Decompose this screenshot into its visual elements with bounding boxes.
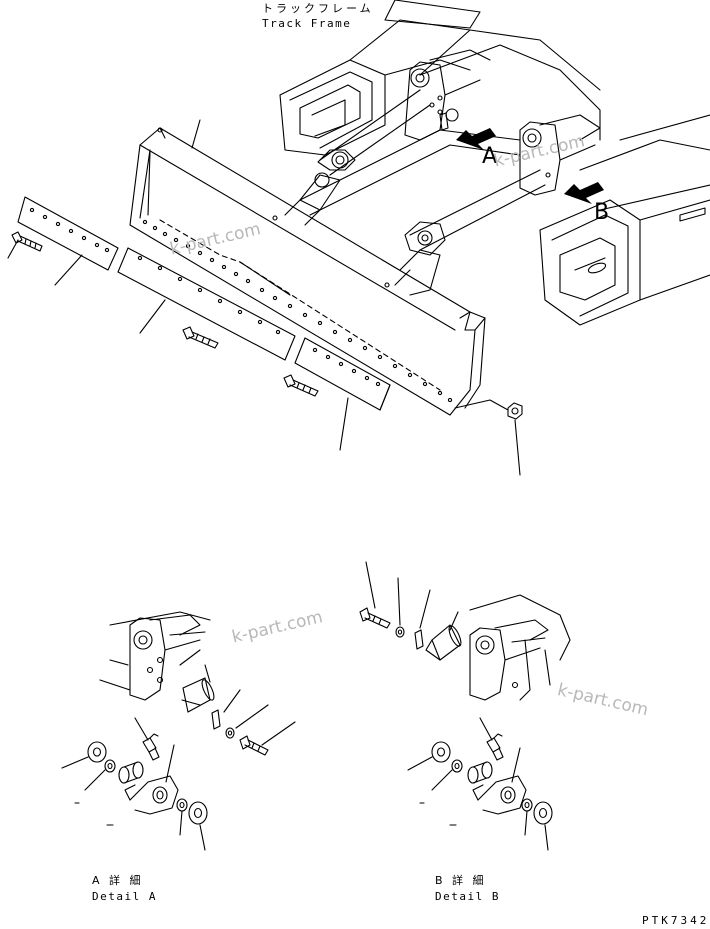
bolt-left <box>12 232 42 251</box>
detail-a-label-en: Detail A <box>92 890 157 903</box>
callout-b: B <box>594 200 610 225</box>
detail-a-grease-fitting <box>143 734 159 760</box>
detail-b-bracket <box>470 595 570 700</box>
detail-b-plate <box>415 630 423 649</box>
push-arm-bracket-b <box>520 115 600 195</box>
detail-a-pin <box>183 678 216 712</box>
detail-a-bolt <box>240 736 268 755</box>
cutting-edge-left <box>18 197 118 270</box>
detail-a-washer-large <box>88 742 106 762</box>
track-frame-label-en: Track Frame <box>262 17 352 30</box>
detail-b-label-jp: B 詳 細 <box>435 874 487 887</box>
detail-b-shim-large <box>534 802 552 824</box>
detail-b-bushing <box>468 762 492 783</box>
detail-b-pin <box>426 624 463 660</box>
track-frame-label-jp: トラックフレーム <box>262 2 374 15</box>
dash-marks <box>75 803 456 825</box>
callout-a: A <box>482 144 498 169</box>
detail-a-leaders <box>62 665 295 850</box>
drawing-number: PTK7342 <box>642 914 710 927</box>
cutting-edge-center <box>118 248 295 360</box>
detail-b-washer-small <box>452 760 462 772</box>
detail-b-label-en: Detail B <box>435 890 500 903</box>
detail-a-bushing <box>119 762 143 783</box>
detail-b-grease-fitting <box>487 734 503 760</box>
push-arm <box>285 90 545 295</box>
detail-b-shim <box>522 799 532 811</box>
detail-b-leaders <box>366 562 548 850</box>
track-frame-right <box>540 115 710 325</box>
nut <box>508 403 522 419</box>
detail-b-washer <box>396 627 404 637</box>
detail-a-arm-end <box>125 776 178 814</box>
detail-b-arm-end <box>473 776 526 814</box>
detail-a-washer-small <box>105 760 115 772</box>
detail-a-bracket <box>100 612 210 705</box>
push-arm-bracket-a <box>405 50 490 140</box>
detail-b-bolt <box>360 608 390 628</box>
view-arrow-b <box>564 182 604 204</box>
detail-a-shim <box>177 799 187 811</box>
track-frame-left <box>280 0 600 155</box>
detail-a-label-jp: A 詳 細 <box>92 874 144 887</box>
leader-lines-main <box>8 120 520 475</box>
dozer-blade <box>130 128 485 415</box>
detail-a-plate <box>212 710 220 729</box>
detail-b-washer-large <box>432 742 450 762</box>
view-arrow-a <box>456 128 496 150</box>
bolt-center <box>183 327 218 348</box>
bolt-right <box>284 375 318 396</box>
detail-a-shim-large <box>189 802 207 824</box>
detail-a-washer <box>226 728 234 738</box>
